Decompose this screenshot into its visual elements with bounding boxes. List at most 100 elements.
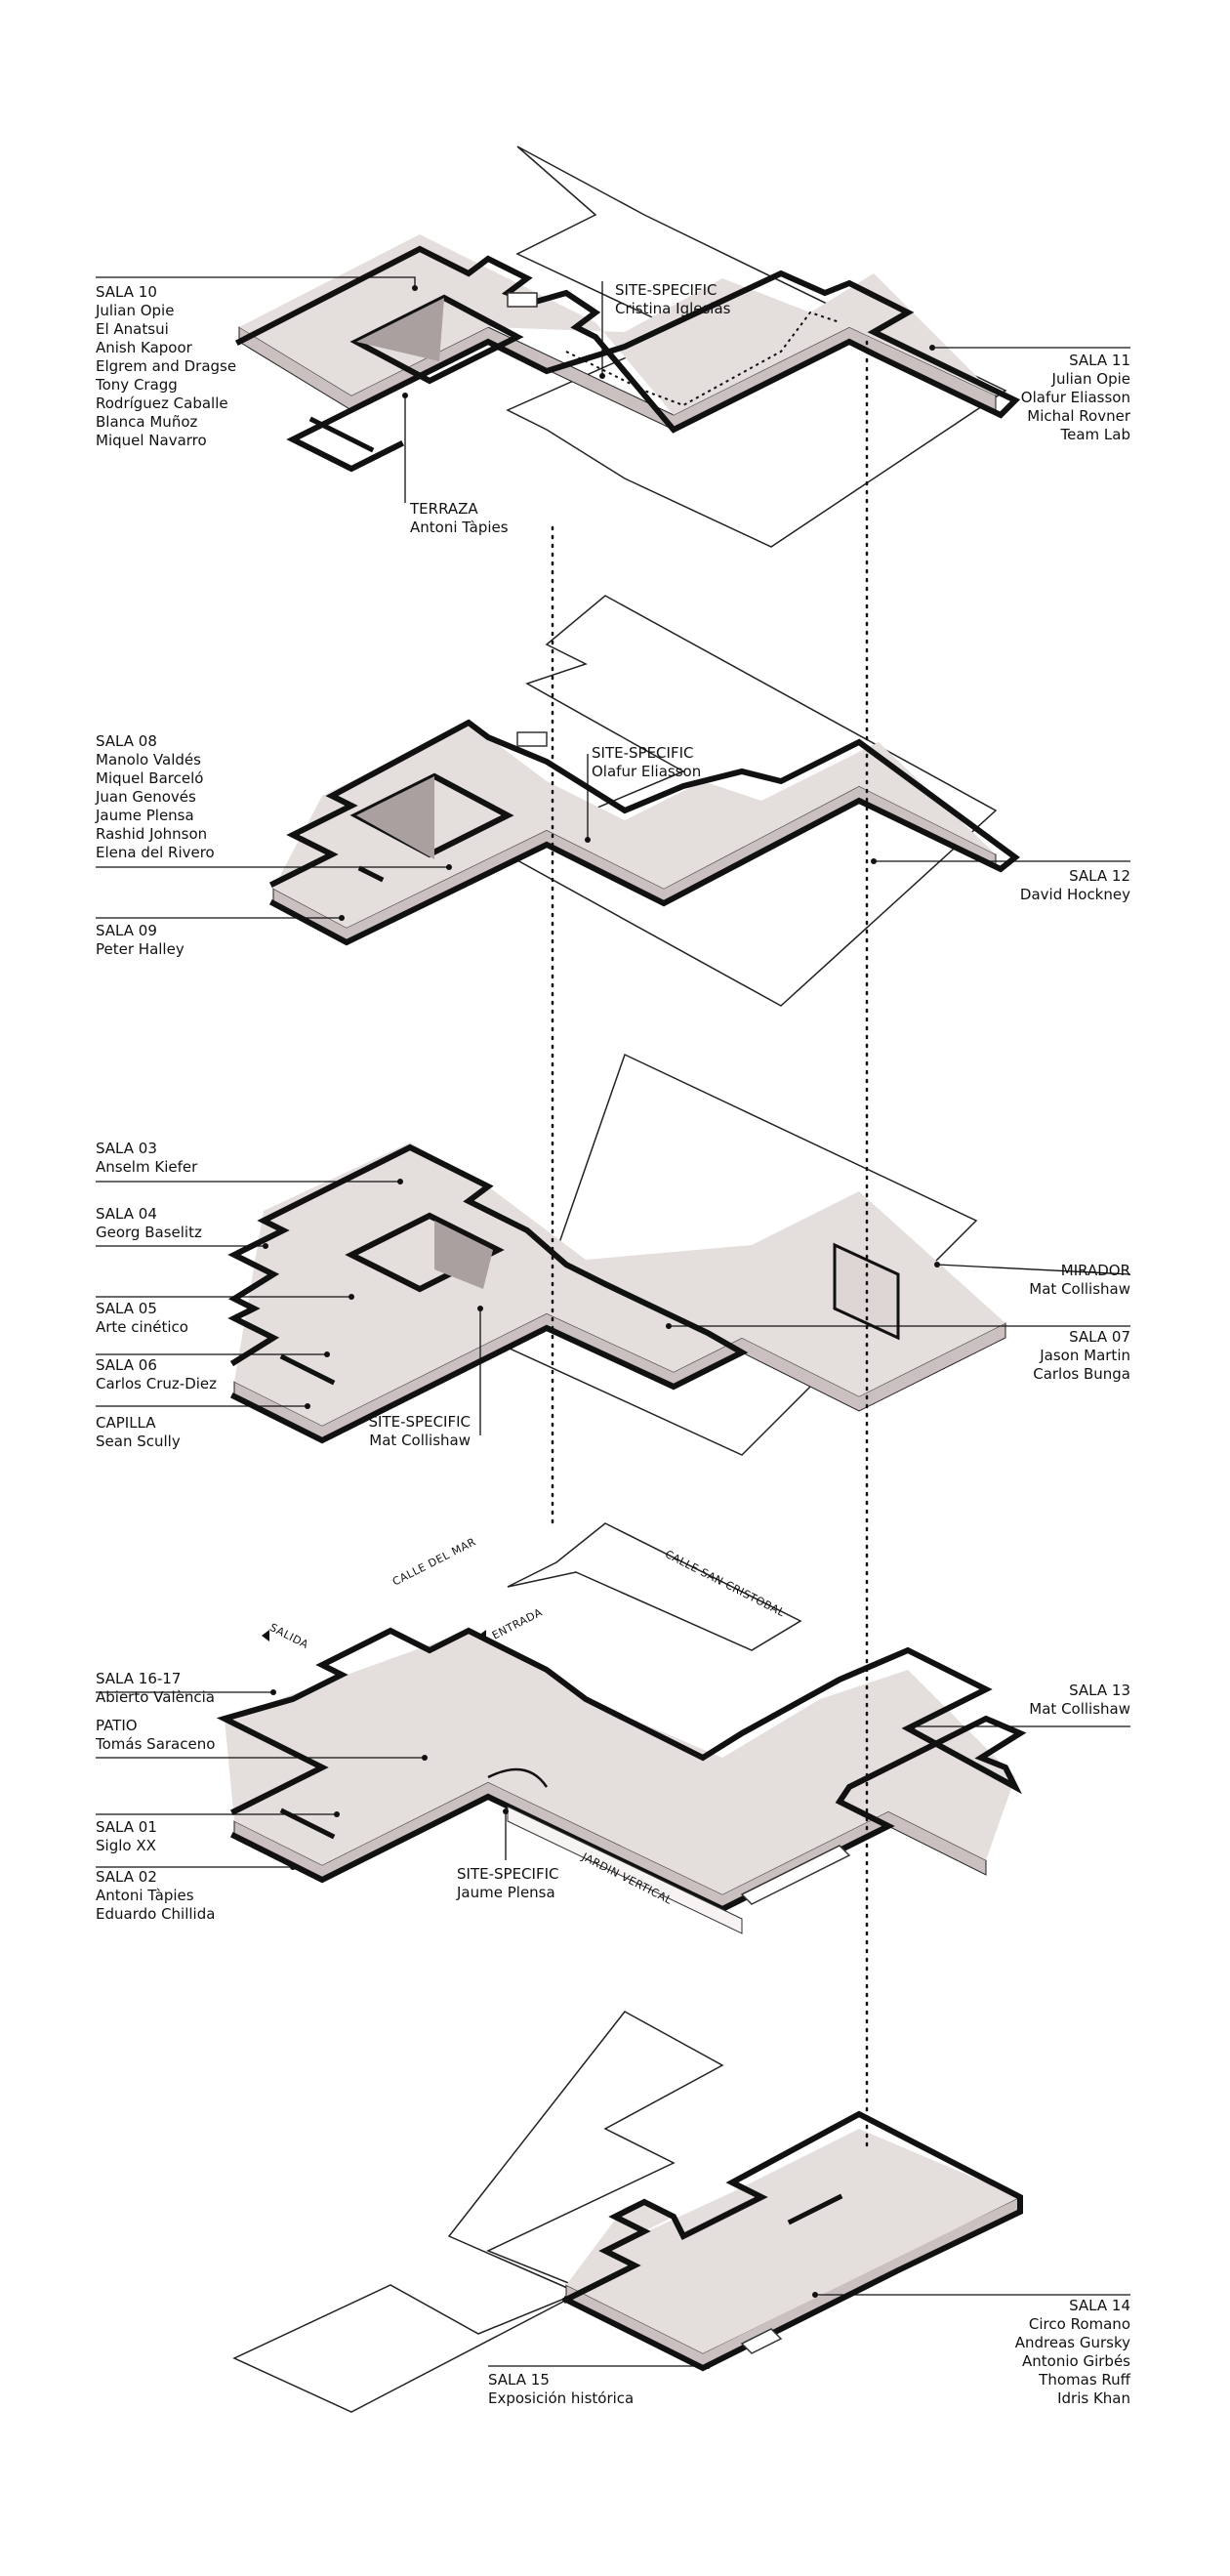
label-artist: Blanca Muñoz (96, 413, 198, 431)
floor-2-court-void (434, 1221, 493, 1289)
floor-0-walls (561, 2110, 1023, 2372)
label-title: SALA 01 (96, 1818, 157, 1836)
label-artist: Idris Khan (1057, 2389, 1130, 2407)
floor-0-slab (566, 2129, 1020, 2353)
label-artist: Team Lab (1060, 426, 1130, 443)
label-artist: Andreas Gursky (1014, 2334, 1130, 2351)
floor-3-stairs (516, 731, 548, 747)
label-title: SALA 11 (1069, 352, 1130, 369)
label-title: SALA 09 (96, 922, 157, 939)
label-artist: Julian Opie (96, 302, 175, 319)
label-artist: Miquel Navarro (96, 432, 207, 449)
label-artist: Jaume Plensa (96, 807, 194, 824)
label-artist: Cristina Iglesias (615, 300, 731, 317)
floor-3 (268, 595, 1020, 1007)
label-title: SITE-SPECIFIC (368, 1413, 471, 1431)
floor-1-slab (225, 1631, 1015, 1894)
label-artist: Carlos Cruz-Diez (96, 1375, 218, 1392)
floor-4-stairs (507, 292, 538, 308)
floor-4-route (565, 311, 840, 407)
leader-mirador (936, 1264, 1131, 1275)
label-artist: Jaume Plensa (457, 1884, 555, 1901)
label-title: SALA 07 (1069, 1328, 1130, 1346)
label-artist: Carlos Bunga (1033, 1365, 1130, 1383)
floor-0-stairs (740, 2328, 783, 2354)
label-artist: Antoni Tàpies (96, 1887, 194, 1904)
floor-1-garden-stairs (740, 1845, 851, 1905)
label-title: SALA 06 (96, 1356, 157, 1374)
label-title: CAPILLA (96, 1414, 156, 1432)
floor-4-slab (239, 234, 996, 415)
label-artist: Rashid Johnson (96, 825, 208, 843)
label-artist: Abierto València (96, 1688, 215, 1706)
label-artist: Elena del Rivero (96, 844, 215, 861)
leader-dots (263, 285, 940, 2369)
floor-3-walls (268, 719, 1020, 946)
floor-2-court (345, 1212, 505, 1293)
label-title: SITE-SPECIFIC (457, 1865, 559, 1883)
label-artist: Thomas Ruff (1039, 2371, 1130, 2389)
floor-4-partitions (308, 416, 375, 453)
leader-sala-10 (96, 276, 416, 288)
floor-1-site-outline (507, 1522, 802, 1651)
leader-lines (96, 276, 1131, 2367)
floor-4-walls (234, 245, 1021, 473)
floor-1-partitions (279, 1807, 336, 1840)
floor-1-walls (216, 1627, 1027, 1913)
label-artist: Peter Halley (96, 940, 184, 958)
label-artist: David Hockney (1019, 886, 1130, 903)
label-artist: Manolo Valdés (96, 751, 201, 769)
label-title: SALA 02 (96, 1868, 157, 1886)
label-artist: Tomás Saraceno (96, 1735, 216, 1753)
label-artist: Exposición histórica (488, 2389, 635, 2407)
label-title: SALA 04 (96, 1205, 157, 1223)
label-artist: Jason Martin (1040, 1347, 1130, 1364)
label-title: MIRADOR (1060, 1262, 1130, 1279)
label-title: PATIO (96, 1717, 138, 1734)
label-artist: Anish Kapoor (96, 339, 192, 356)
label-artist: Anselm Kiefer (96, 1158, 198, 1176)
label-artist: Antonio Girbés (1022, 2352, 1130, 2370)
floor-1-jardin-vertical (507, 1806, 743, 1934)
entrada-arrow-icon (478, 1630, 486, 1641)
label-artist: Mat Collishaw (1029, 1700, 1130, 1718)
label-artist: Rodríguez Caballe (96, 395, 228, 412)
label-artist: Elgrem and Dragse (96, 357, 237, 375)
label-title: SALA 14 (1069, 2297, 1130, 2314)
label-artist: Olafur Eliasson (1020, 389, 1130, 406)
floor-3-site-outline (496, 595, 998, 1007)
floor-0-partitions (787, 2193, 843, 2225)
label-artist: Georg Baselitz (96, 1224, 202, 1241)
floor-2 (227, 1053, 1006, 1456)
salida-arrow-icon (262, 1630, 269, 1641)
label-artist: Juan Genovés (96, 788, 196, 806)
label-artist: Michal Rovner (1027, 407, 1130, 425)
label-artist: Mat Collishaw (369, 1432, 471, 1449)
floor-0 (232, 2011, 1023, 2413)
label-artist: Arte cinético (96, 1318, 188, 1336)
label-artist: Tony Cragg (96, 376, 178, 394)
floor-3-pyramid (356, 776, 434, 859)
label-title: SALA 08 (96, 732, 157, 750)
label-artist: Sean Scully (96, 1433, 181, 1450)
floor-3-partitions (357, 865, 385, 883)
label-artist: Miquel Barceló (96, 769, 204, 787)
